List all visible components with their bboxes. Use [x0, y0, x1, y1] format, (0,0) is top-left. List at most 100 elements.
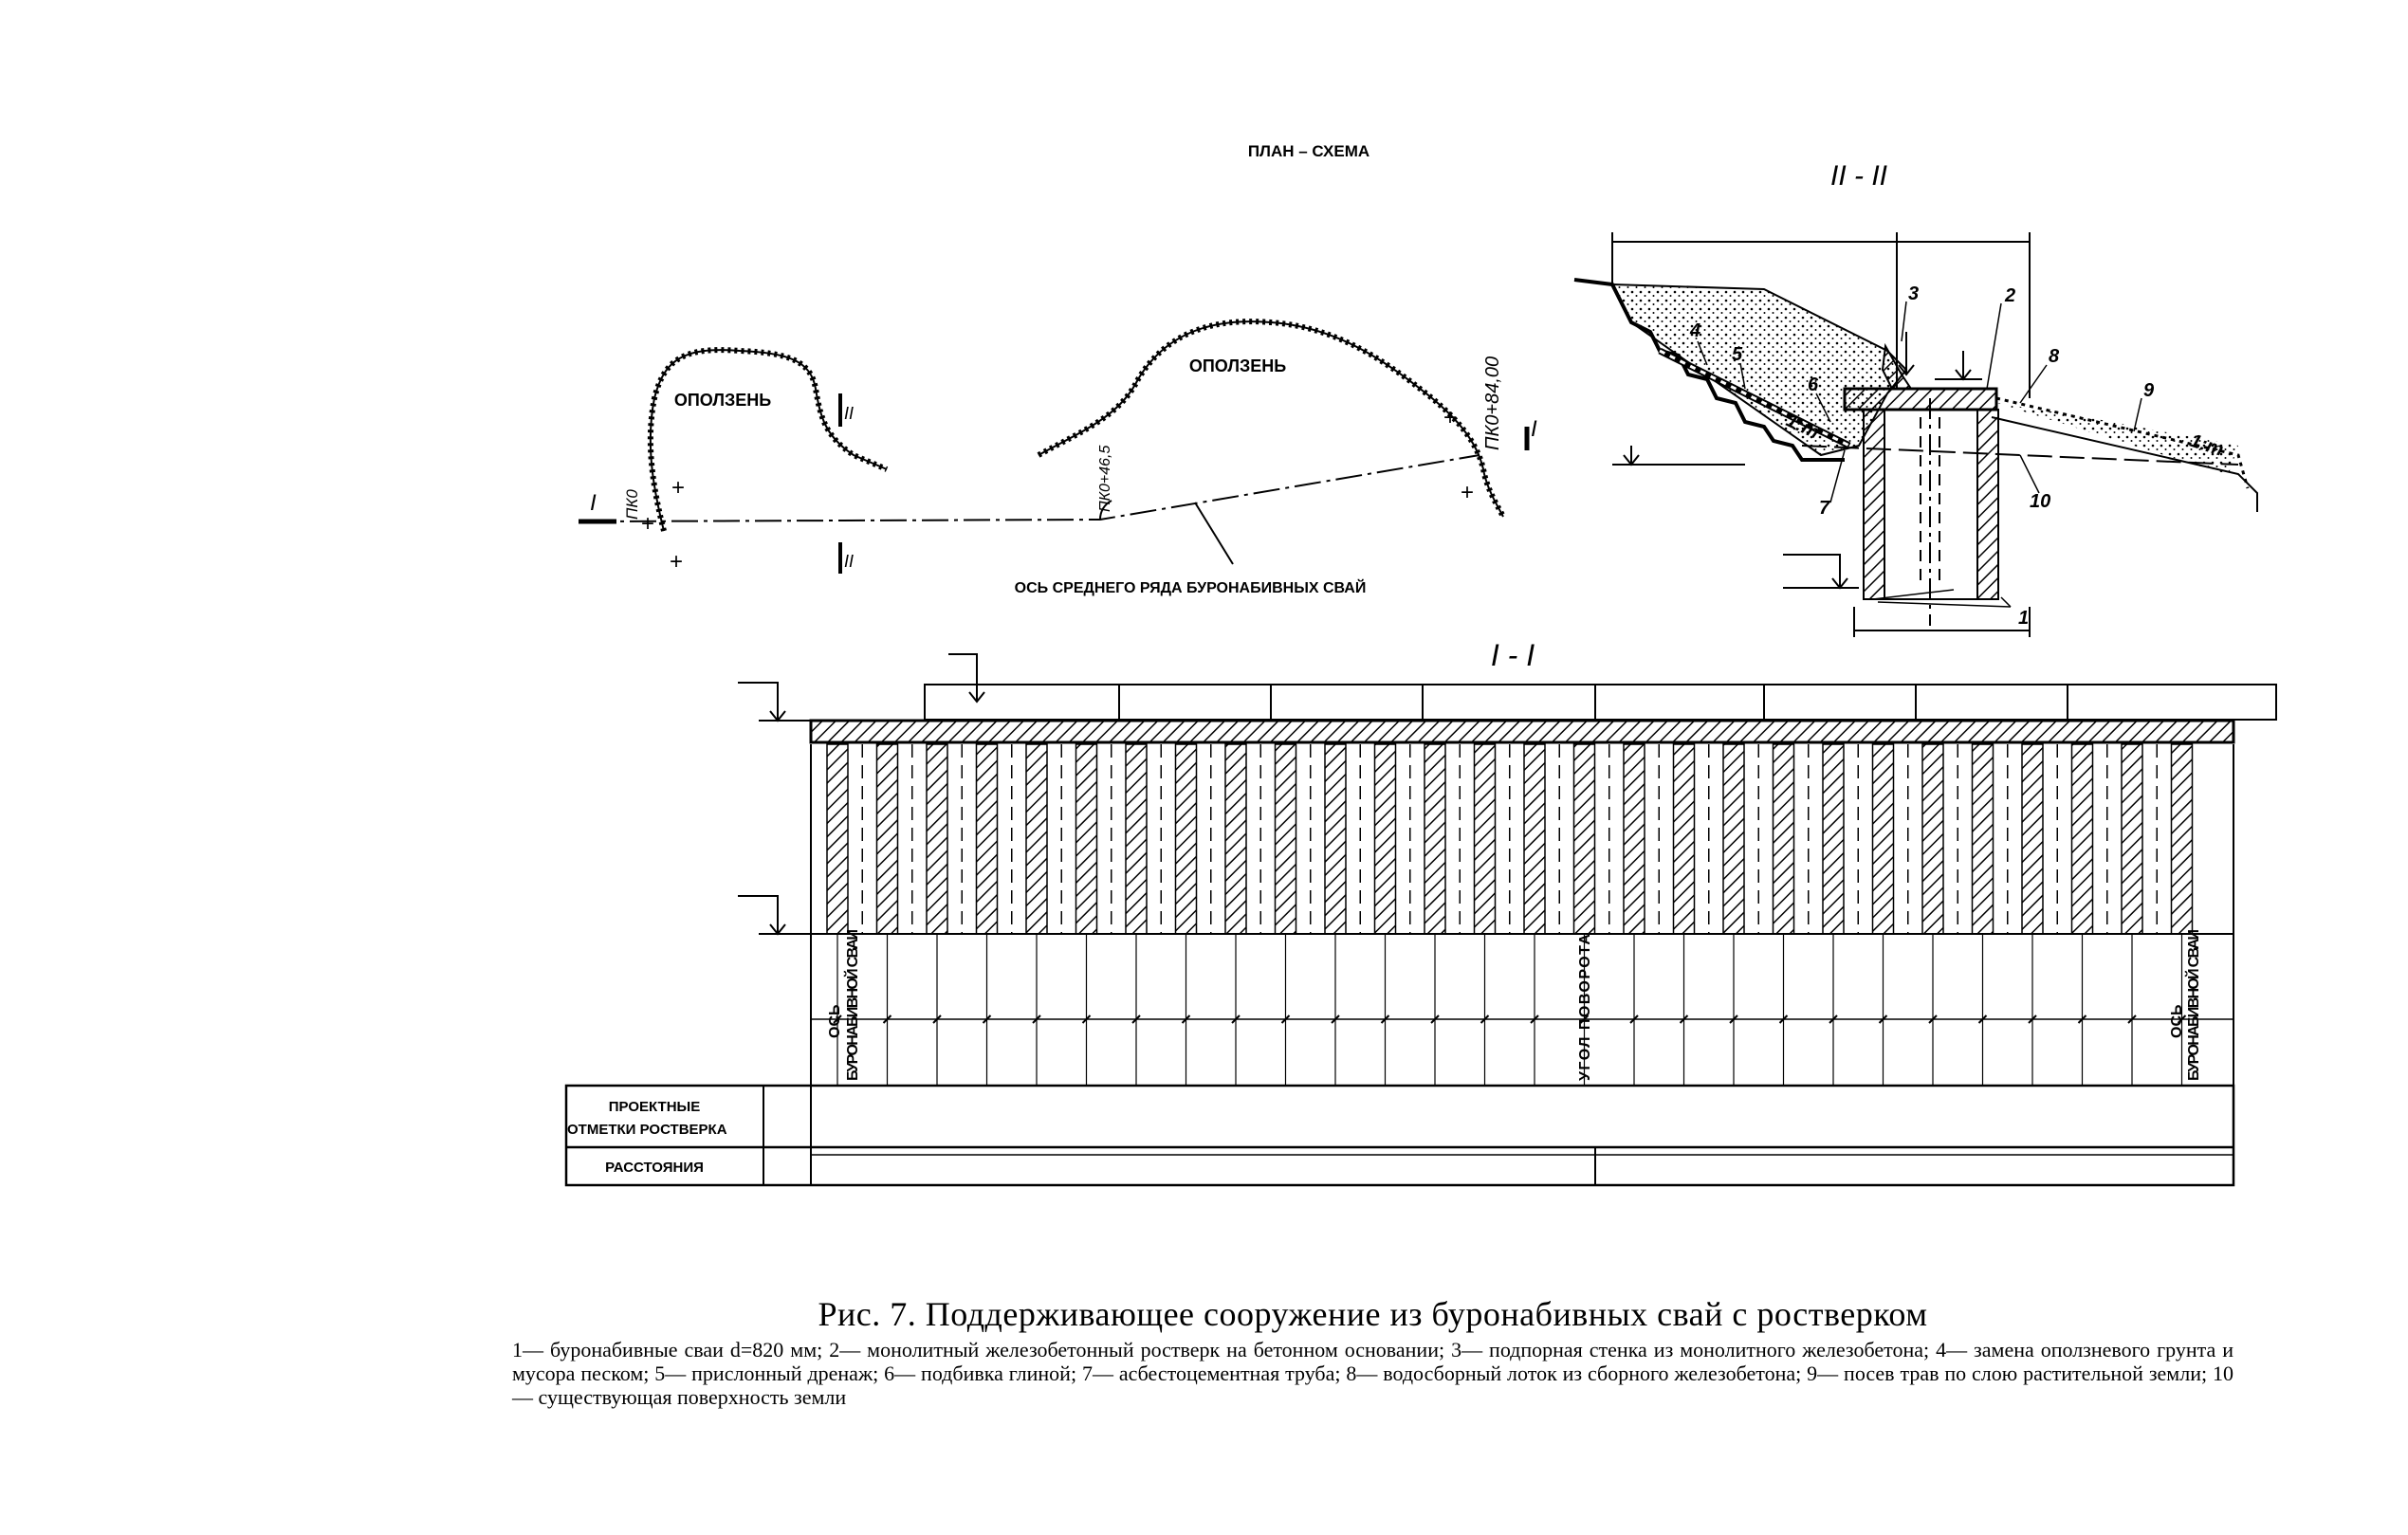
label-axis-right: ОСЬ [2169, 1005, 2185, 1039]
dimension-tick [1231, 1014, 1241, 1024]
pile [1871, 743, 1895, 935]
callout-1: 1 [2018, 608, 2029, 629]
landslide-2-label: ОПОЛЗЕНЬ [1189, 356, 1286, 375]
callout-3: 3 [1908, 283, 1919, 304]
grillage-band [809, 719, 2235, 744]
pile [1274, 743, 1297, 935]
pile [1572, 743, 1596, 935]
landslide-1-outline [647, 347, 889, 532]
dimension-tick [932, 1014, 942, 1024]
section-I-marker-right: I [1531, 416, 1537, 442]
callout-7: 7 [1819, 498, 1830, 519]
pk-end: ПК0+84,00 [1482, 356, 1503, 450]
callout-4: 4 [1689, 320, 1700, 341]
pile [1224, 743, 1247, 935]
callout-2: 2 [2004, 285, 2015, 306]
pile [1373, 743, 1397, 935]
dimension-tick [1480, 1014, 1490, 1024]
axis-label: ОСЬ СРЕДНЕГО РЯДА БУРОНАБИВНЫХ СВАЙ [1015, 578, 1367, 596]
plus-mark: + [670, 549, 683, 575]
label-turn: УГОЛ ПОВОРОТА [1577, 934, 1593, 1081]
plan-scheme: ПЛАН – СХЕМА ОПОЛЗЕНЬ ОПОЛЗЕНЬ ОСЬ СРЕДН… [579, 142, 1537, 596]
pile [1672, 743, 1696, 935]
dimension-tick [1928, 1014, 1938, 1024]
callout-5: 5 [1732, 344, 1743, 365]
stepped-ground [1573, 278, 1845, 462]
dimension-tick [982, 1014, 992, 1024]
pile [1025, 743, 1048, 935]
pile [1174, 743, 1198, 935]
pile [2121, 743, 2143, 935]
plan-heading: ПЛАН – СХЕМА [1248, 142, 1369, 160]
dimension-tick [1181, 1014, 1191, 1024]
dimension-tick [1829, 1014, 1838, 1024]
callout-10: 10 [2030, 491, 2050, 512]
dimension-tick [1280, 1014, 1291, 1024]
dimension-tick [1081, 1014, 1092, 1024]
dimension-tick [1977, 1014, 1988, 1024]
section-II-II: II - II [1573, 160, 2258, 637]
table-row2: РАССТОЯНИЯ [605, 1160, 704, 1176]
section-I-marker-left: I [590, 490, 597, 516]
elevation-table: ПРОЕКТНЫЕ ОТМЕТКИ РОСТВЕРКА РАССТОЯНИЯ [564, 1084, 2235, 1187]
sand-fill [1610, 283, 1908, 457]
pk-mid: ПК0+46,5 [1097, 445, 1113, 512]
dimension-tick [2127, 1014, 2137, 1024]
pile [975, 743, 999, 935]
dimension-tick [1778, 1014, 1789, 1024]
pile [826, 743, 849, 935]
dimension-tick [1878, 1014, 1888, 1024]
plus-mark: + [1461, 480, 1474, 505]
pile [926, 743, 948, 935]
plus-mark: + [641, 511, 654, 537]
pile [1863, 409, 1885, 600]
section-I-I: I - I ОСЬ БУРОНАБИВНОЙ СВАИ УГОЛ ПОВОРОТ… [738, 638, 2277, 1087]
dimension-tick [1629, 1014, 1639, 1024]
pile [1722, 743, 1745, 935]
callout-9: 9 [2143, 380, 2155, 401]
pile [1075, 743, 1098, 935]
section-I-heading: I - I [1491, 638, 1535, 672]
dimension-tick [2077, 1014, 2087, 1024]
pile [1772, 743, 1795, 935]
landslide-1-label: ОПОЛЗЕНЬ [674, 391, 771, 410]
dimension-tick [1729, 1014, 1738, 1024]
pk-start: ПК0 [623, 489, 641, 520]
caption-legend: 1— буронабивные сваи d=820 мм; 2— моноли… [512, 1338, 2233, 1409]
pile-row-axis [587, 454, 1480, 522]
pile [1921, 743, 1944, 935]
label-axis-left: ОСЬ [827, 1005, 843, 1039]
pile-cap [1843, 387, 1998, 411]
dimension-tick [1579, 1014, 1590, 1024]
dimension-tick [2177, 1014, 2187, 1024]
label-piles-left: БУРОНАБИВНОЙ СВАИ [843, 929, 861, 1081]
dimension-tick [1380, 1014, 1390, 1024]
callout-6: 6 [1808, 375, 1819, 395]
dimension-tick [1430, 1014, 1440, 1024]
pile [2170, 743, 2194, 935]
dimension-tick [1131, 1014, 1141, 1024]
pile [1424, 743, 1446, 935]
plus-mark: + [1443, 405, 1457, 430]
dimension-tick [833, 1014, 842, 1024]
pile [1822, 743, 1845, 935]
pile [2070, 743, 2094, 935]
pile [1473, 743, 1497, 935]
label-piles-right: БУРОНАБИВНОЙ СВАИ [2184, 929, 2202, 1081]
pile [875, 743, 899, 935]
pile [1971, 743, 1994, 935]
section-II-heading: II - II [1830, 160, 1887, 192]
section-II-marker-bottom: II [844, 552, 854, 571]
right-slope [1996, 403, 2238, 474]
pile [1523, 743, 1546, 935]
dimension-tick [1032, 1014, 1041, 1024]
dimension-tick [1530, 1014, 1539, 1024]
pile [1324, 743, 1347, 935]
table-row1-line1: ПРОЕКТНЫЕ [609, 1099, 700, 1115]
pile [1623, 743, 1645, 935]
section-II-marker-top: II [844, 404, 854, 423]
dimension-tick [1331, 1014, 1340, 1024]
dimension-tick [2028, 1014, 2037, 1024]
callout-8: 8 [2049, 346, 2060, 367]
